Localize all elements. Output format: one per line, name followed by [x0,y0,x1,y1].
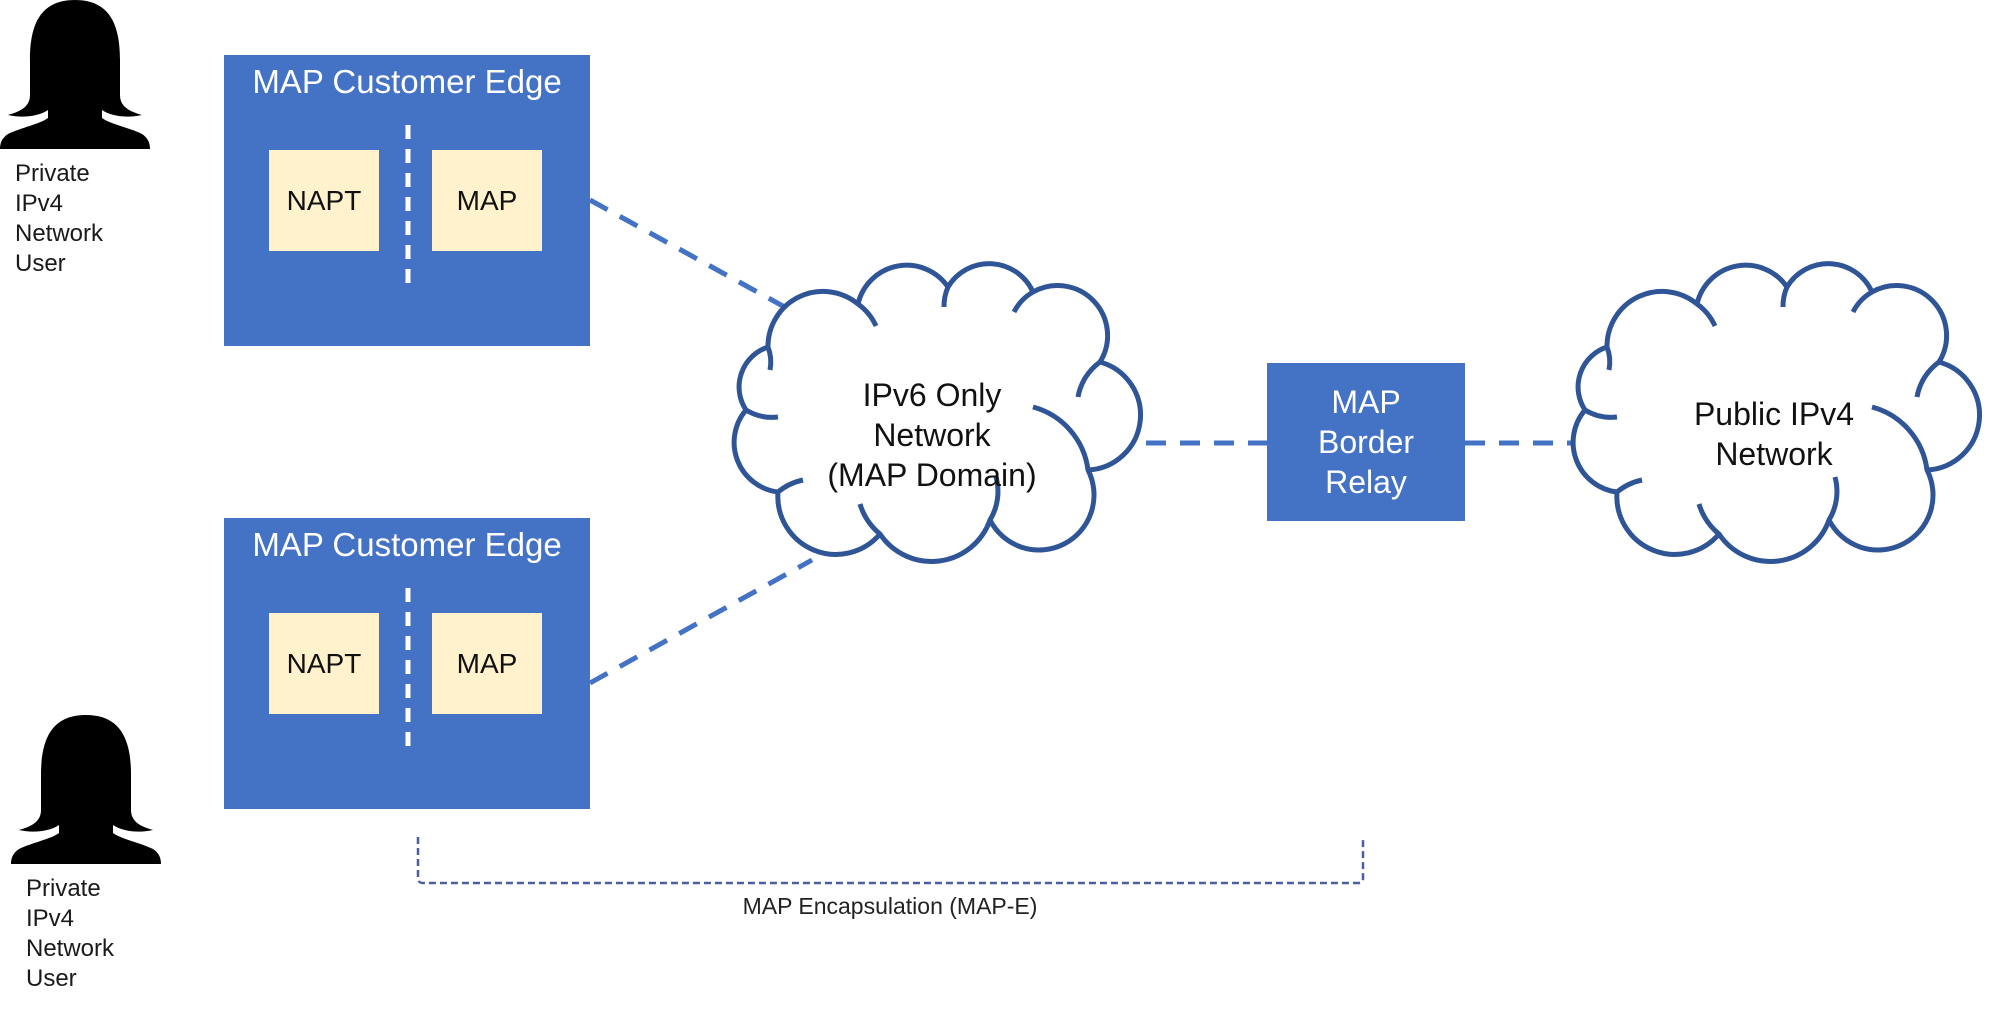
cloud-label-line: Network [873,417,991,453]
user-label: Private IPv4 Network User [26,874,114,994]
border-relay-box: MAP Border Relay [1267,363,1465,521]
person-silhouette-icon [0,0,150,149]
map-function-box: MAP [432,150,542,251]
user-label-line: Private [15,160,90,187]
function-separator [405,125,411,290]
customer-edge-title: MAP Customer Edge [252,63,562,100]
encapsulation-caption: MAP Encapsulation (MAP-E) [742,893,1038,919]
border-relay-label-line: MAP [1331,384,1401,420]
user-label-line: User [26,965,77,992]
user-label-line: Network [26,935,115,962]
connector-ce1-to-ipv6-cloud [588,197,814,325]
user-label-line: IPv4 [26,905,75,932]
cloud-label-line: Network [1715,436,1833,472]
ipv4-cloud-label: Public IPv4 Network [1624,394,1924,474]
user-label-line: Private [26,875,101,902]
cloud-label-line: Public IPv4 [1693,396,1855,432]
napt-function-box: NAPT [269,613,379,714]
connector-ce2-to-ipv6-cloud [588,557,814,686]
cloud-label-line: IPv6 Only [862,377,1002,413]
customer-edge-box: MAP Customer Edge NAPT MAP [224,518,590,809]
user-label: Private IPv4 Network User [15,159,103,279]
ipv6-cloud-label: IPv6 Only Network (MAP Domain) [782,375,1082,495]
user-label-line: User [15,250,66,277]
customer-edge-title: MAP Customer Edge [252,526,562,563]
user-label-line: Network [15,220,104,247]
customer-edge-box: MAP Customer Edge NAPT MAP [224,55,590,346]
cloud-label-line: (MAP Domain) [827,457,1037,493]
border-relay-label-line: Relay [1325,464,1407,500]
map-function-box: MAP [432,613,542,714]
function-separator [405,588,411,753]
border-relay-label-line: Border [1317,424,1415,460]
encapsulation-bracket [416,837,1365,885]
napt-function-box: NAPT [269,150,379,251]
user-label-line: IPv4 [15,190,64,217]
person-silhouette-icon [11,715,161,864]
